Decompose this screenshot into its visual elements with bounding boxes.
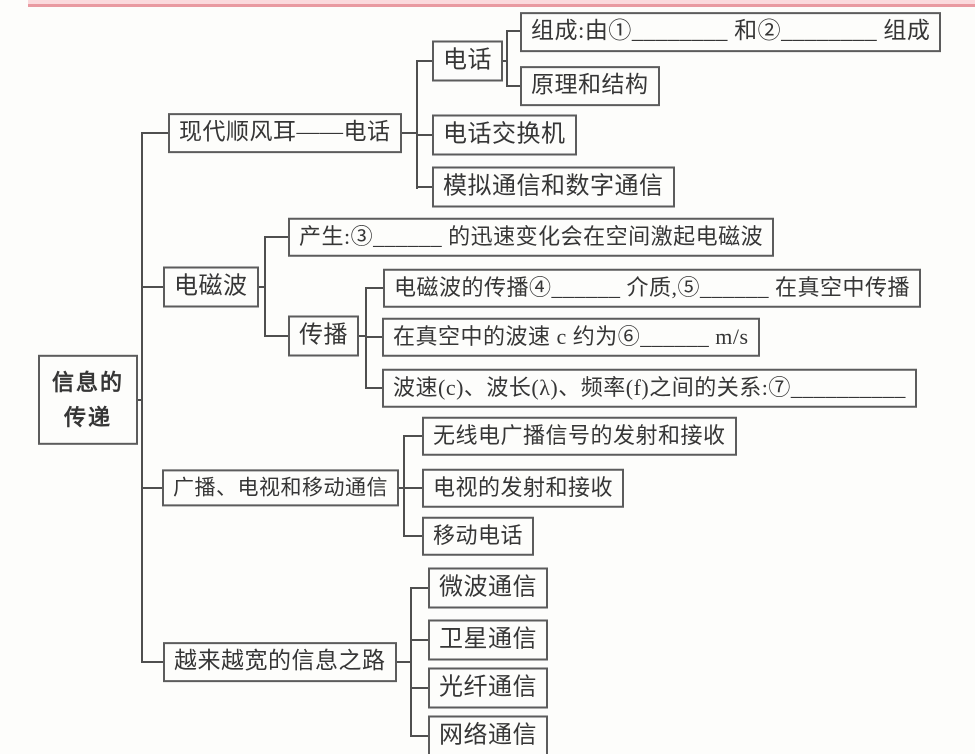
scan-page-edge — [28, 0, 975, 7]
node-tv-transmit-receive: 电视的发射和接收 — [422, 468, 625, 508]
connector — [416, 60, 418, 189]
connector — [141, 286, 167, 288]
connector — [410, 687, 436, 689]
node-microwave-communication: 微波通信 — [428, 567, 548, 609]
connector — [365, 287, 391, 289]
connector — [403, 487, 430, 489]
node-root-information-transmission: 信息的 传递 — [38, 354, 139, 446]
connector — [141, 132, 171, 134]
connector — [264, 236, 266, 337]
connector — [141, 661, 167, 663]
connector — [416, 60, 440, 62]
connector — [506, 30, 508, 87]
node-em-propagation-medium: 电磁波的传播④______ 介质,⑤______ 在真空中传播 — [383, 268, 922, 308]
node-modern-telephone: 现代顺风耳——电话 — [168, 113, 402, 153]
connector — [403, 535, 430, 537]
node-broadcast-tv-mobile: 广播、电视和移动通信 — [162, 469, 399, 507]
connector — [388, 132, 418, 134]
connector — [365, 336, 390, 338]
node-em-propagation: 传播 — [288, 315, 359, 357]
node-wider-information-road: 越来越宽的信息之路 — [163, 642, 397, 682]
connector — [264, 335, 296, 337]
node-em-generation: 产生:③______ 的迅速变化会在空间激起电磁波 — [288, 217, 775, 257]
node-em-speed-vacuum: 在真空中的波速 c 约为⑥______ m/s — [382, 317, 760, 357]
root-label-line1: 信息的 — [52, 369, 125, 395]
node-principle-structure: 原理和结构 — [520, 66, 660, 106]
node-network-communication: 网络通信 — [428, 715, 548, 754]
node-optical-fiber-communication: 光纤通信 — [428, 667, 548, 709]
connector — [410, 587, 412, 737]
connector — [416, 134, 440, 136]
connector — [141, 132, 143, 663]
root-label-line2: 传递 — [64, 405, 113, 430]
connector — [416, 186, 440, 188]
connector — [264, 236, 296, 238]
node-satellite-communication: 卫星通信 — [428, 619, 548, 661]
node-telephone: 电话 — [432, 40, 503, 82]
connector — [403, 435, 405, 537]
connector — [506, 30, 528, 32]
node-em-speed-wavelength-frequency-relation: 波速(c)、波长(λ)、频率(f)之间的关系:⑦__________ — [382, 368, 917, 408]
connector — [141, 487, 166, 489]
connector — [403, 435, 430, 437]
node-radio-broadcast-transmit-receive: 无线电广播信号的发射和接收 — [422, 416, 737, 456]
connector — [410, 587, 436, 589]
connector — [506, 85, 528, 87]
connector — [365, 387, 390, 389]
node-telephone-composition: 组成:由①________ 和②________ 组成 — [520, 12, 942, 52]
connector — [410, 639, 436, 641]
node-electromagnetic-wave: 电磁波 — [163, 266, 259, 308]
connector — [365, 287, 367, 389]
node-analog-digital-communication: 模拟通信和数字通信 — [432, 166, 675, 208]
connector — [383, 661, 412, 663]
connector — [410, 735, 436, 737]
node-mobile-phone: 移动电话 — [422, 516, 535, 556]
node-telephone-exchange: 电话交换机 — [432, 114, 577, 156]
